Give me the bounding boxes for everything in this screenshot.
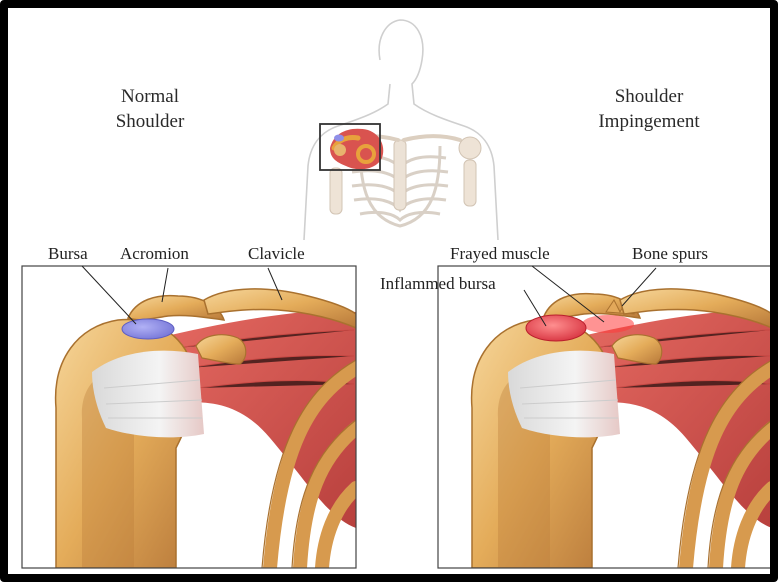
label-frayed-muscle: Frayed muscle <box>450 244 550 263</box>
impingement-caption-line2: Impingement <box>598 111 700 132</box>
zoom-box <box>319 123 381 171</box>
left-panel-border <box>21 265 357 569</box>
label-bursa: Bursa <box>48 244 88 263</box>
inflamed-bursa-leader <box>523 289 547 327</box>
impingement-shoulder-illustration <box>470 288 770 568</box>
head-outline <box>378 19 499 241</box>
label-bone-spurs: Bone spurs <box>632 244 709 263</box>
normal-shoulder-illustration <box>54 288 356 568</box>
bursa-leader <box>81 265 137 325</box>
shoulder-diagram <box>21 19 770 569</box>
bursa-normal <box>121 318 175 340</box>
clavicle-r <box>619 288 770 328</box>
left-humerus-small <box>329 167 343 215</box>
normal-shoulder-caption: Normal Shoulder <box>80 84 220 134</box>
impingement-caption: Shoulder Impingement <box>574 84 724 134</box>
bone-spurs-leader <box>621 267 657 307</box>
leader-lines <box>81 265 657 327</box>
normal-caption-line2: Shoulder <box>115 111 185 132</box>
normal-caption-line1: Normal <box>120 86 180 107</box>
clavicle-leader <box>267 267 283 301</box>
coracoid <box>195 334 247 365</box>
label-acromion: Acromion <box>120 244 189 263</box>
label-clavicle: Clavicle <box>248 244 305 263</box>
highlighted-shoulder <box>330 128 384 170</box>
coracoid-r <box>611 334 663 365</box>
right-humerus-small <box>463 159 477 207</box>
bursa-inflamed <box>525 314 587 342</box>
clavicle <box>203 288 356 329</box>
ribs-r <box>679 361 770 568</box>
right-panel-border <box>437 265 770 569</box>
torso-outline-left <box>303 83 391 241</box>
sternum <box>393 139 407 211</box>
impingement-caption-line1: Shoulder <box>614 86 684 107</box>
tendon-r <box>508 350 620 438</box>
acromion-leader <box>161 267 169 303</box>
frayed-muscle-leader <box>531 265 605 323</box>
ribs <box>263 361 356 568</box>
frayed-muscle-area <box>582 315 634 333</box>
rotator-cuff-muscle-r <box>574 310 770 528</box>
label-inflamed-bursa: Inflammed bursa <box>380 274 496 293</box>
torso-figure <box>303 19 499 241</box>
tendon <box>92 350 204 438</box>
acromion <box>126 294 226 321</box>
